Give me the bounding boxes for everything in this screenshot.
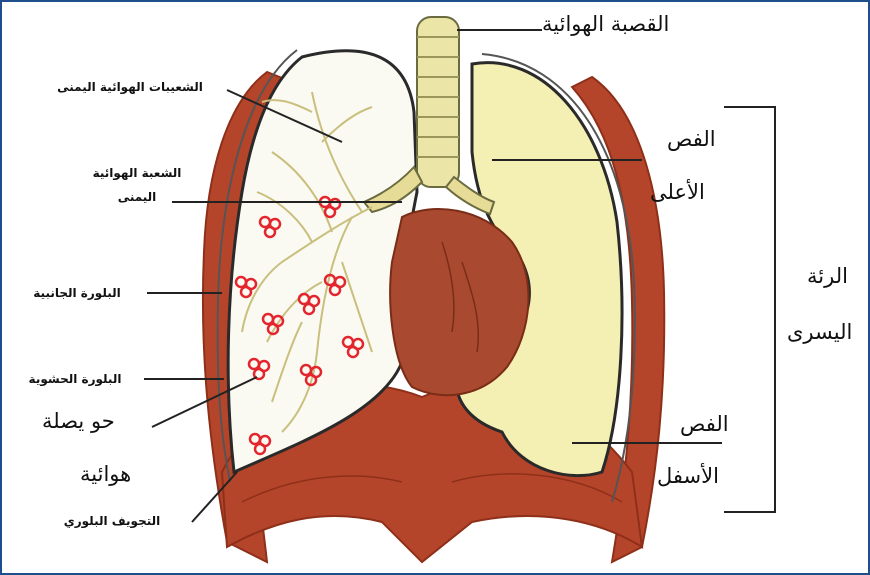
label-right-bronchus-line2: اليمنى: [77, 190, 197, 204]
label-upper-lobe-line1: الفص: [667, 127, 716, 151]
label-left-lung-line2: اليسرى: [787, 320, 852, 344]
label-lower-lobe-line1: الفص: [680, 412, 729, 436]
label-trachea: القصبة الهوائية: [542, 12, 669, 36]
label-parietal-pleura: البلورة الجانبية: [12, 286, 142, 300]
label-alveolus-line1: حو يصلة: [42, 409, 115, 433]
label-alveolus-line2: هوائية: [80, 462, 131, 486]
heart: [390, 209, 528, 395]
label-right-bronchus: الشعبة الهوائية اليمنى: [77, 166, 197, 204]
label-pleural-cavity: التجويف البلوري: [37, 514, 187, 528]
label-lower-lobe-line2: الأسفل: [657, 464, 719, 488]
label-right-bronchioles: الشعيبات الهوائية اليمنى: [30, 80, 230, 94]
label-left-lung-line1: الرئة: [807, 264, 848, 288]
label-visceral-pleura: البلورة الحشوية: [10, 372, 140, 386]
left-lung-bracket: [724, 107, 775, 512]
label-upper-lobe-line2: الأعلى: [650, 180, 705, 204]
label-right-bronchus-line1: الشعبة الهوائية: [77, 166, 197, 180]
trachea-shape: [417, 17, 459, 187]
